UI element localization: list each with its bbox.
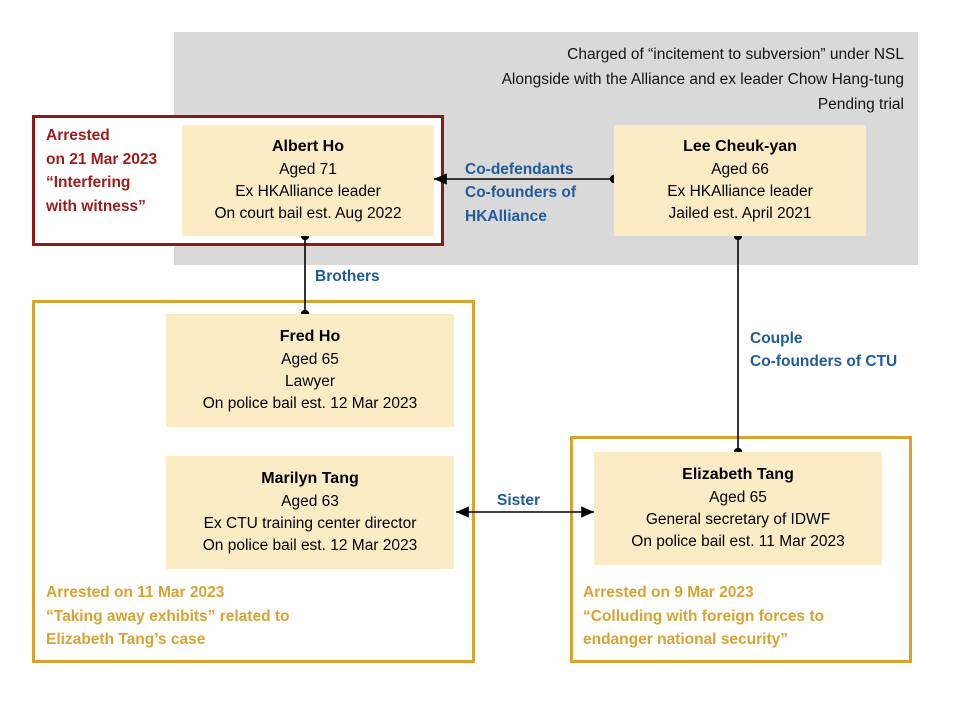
arrest-note-line-3: “Interfering [46, 174, 131, 192]
nsl-charge-line-3: Pending trial [817, 96, 904, 114]
marilyn-tang-name: Marilyn Tang [261, 470, 359, 488]
lee-cheuk-yan-name: Lee Cheuk-yan [683, 138, 797, 156]
relation-label-co-defendants: Co-defendants Co-founders of HKAlliance [465, 158, 576, 228]
person-card-lee-cheuk-yan[interactable]: Lee Cheuk-yan Aged 66 Ex HKAlliance lead… [614, 125, 866, 236]
marilyn-tang-status: On police bail est. 12 Mar 2023 [202, 536, 418, 554]
right-caption-line-3: endanger national security” [583, 631, 788, 649]
relation-label-brothers: Brothers [315, 268, 380, 285]
fred-ho-status: On police bail est. 12 Mar 2023 [202, 394, 418, 412]
relation-label-couple: Couple Co-founders of CTU [750, 327, 897, 374]
elizabeth-tang-name: Elizabeth Tang [682, 466, 794, 484]
fred-ho-role: Lawyer [285, 372, 335, 390]
person-card-elizabeth-tang[interactable]: Elizabeth Tang Aged 65 General secretary… [594, 452, 882, 565]
arrest-note-line-4: with witness” [46, 197, 146, 215]
right-caption-line-1: Arrested on 9 Mar 2023 [583, 584, 754, 601]
arrest-note-line-2: on 21 Mar 2023 [46, 150, 158, 168]
arrest-note-line-1: Arrested [46, 127, 110, 144]
relation-label-sister: Sister [497, 492, 541, 509]
right-gold-caption: Arrested on 9 Mar 2023 “Colluding with f… [583, 581, 908, 652]
nsl-charge-line-2: Alongside with the Alliance and ex leade… [501, 71, 904, 89]
marilyn-tang-age: Aged 63 [281, 492, 339, 510]
elizabeth-tang-status: On police bail est. 11 Mar 2023 [631, 532, 845, 550]
left-caption-line-3: Elizabeth Tang’s case [46, 631, 206, 649]
lee-cheuk-yan-role: Ex HKAlliance leader [667, 182, 813, 200]
nsl-charge-text: Charged of “incitement to subversion” un… [418, 42, 904, 117]
left-caption-line-2: “Taking away exhibits” related to [46, 607, 290, 625]
person-card-fred-ho[interactable]: Fred Ho Aged 65 Lawyer On police bail es… [166, 314, 454, 427]
right-caption-line-2: “Colluding with foreign forces to [583, 607, 825, 625]
left-caption-line-1: Arrested on 11 Mar 2023 [46, 584, 225, 601]
albert-ho-role: Ex HKAlliance leader [235, 182, 381, 200]
albert-ho-age: Aged 71 [279, 160, 337, 178]
co-defendants-line-1: Co-defendants [465, 161, 574, 178]
lee-cheuk-yan-age: Aged 66 [711, 160, 769, 178]
albert-ho-arrest-note: Arrested on 21 Mar 2023 “Interfering wit… [46, 124, 206, 218]
marilyn-tang-role: Ex CTU training center director [203, 514, 417, 532]
person-card-albert-ho[interactable]: Albert Ho Aged 71 Ex HKAlliance leader O… [182, 125, 434, 236]
person-card-marilyn-tang[interactable]: Marilyn Tang Aged 63 Ex CTU training cen… [166, 456, 454, 569]
left-gold-caption: Arrested on 11 Mar 2023 “Taking away exh… [46, 581, 461, 652]
albert-ho-status: On court bail est. Aug 2022 [214, 204, 402, 222]
couple-line-2: Co-founders of CTU [750, 353, 898, 371]
co-defendants-line-2: Co-founders of [465, 184, 577, 202]
elizabeth-tang-role: General secretary of IDWF [645, 510, 831, 528]
fred-ho-name: Fred Ho [279, 328, 341, 346]
co-defendants-line-3: HKAlliance [465, 207, 547, 225]
lee-cheuk-yan-status: Jailed est. April 2021 [668, 204, 812, 222]
elizabeth-tang-age: Aged 65 [709, 488, 767, 506]
nsl-charge-line-1: Charged of “incitement to subversion” un… [567, 46, 904, 63]
fred-ho-age: Aged 65 [281, 350, 339, 368]
couple-line-1: Couple [750, 330, 803, 347]
albert-ho-name: Albert Ho [272, 138, 344, 156]
